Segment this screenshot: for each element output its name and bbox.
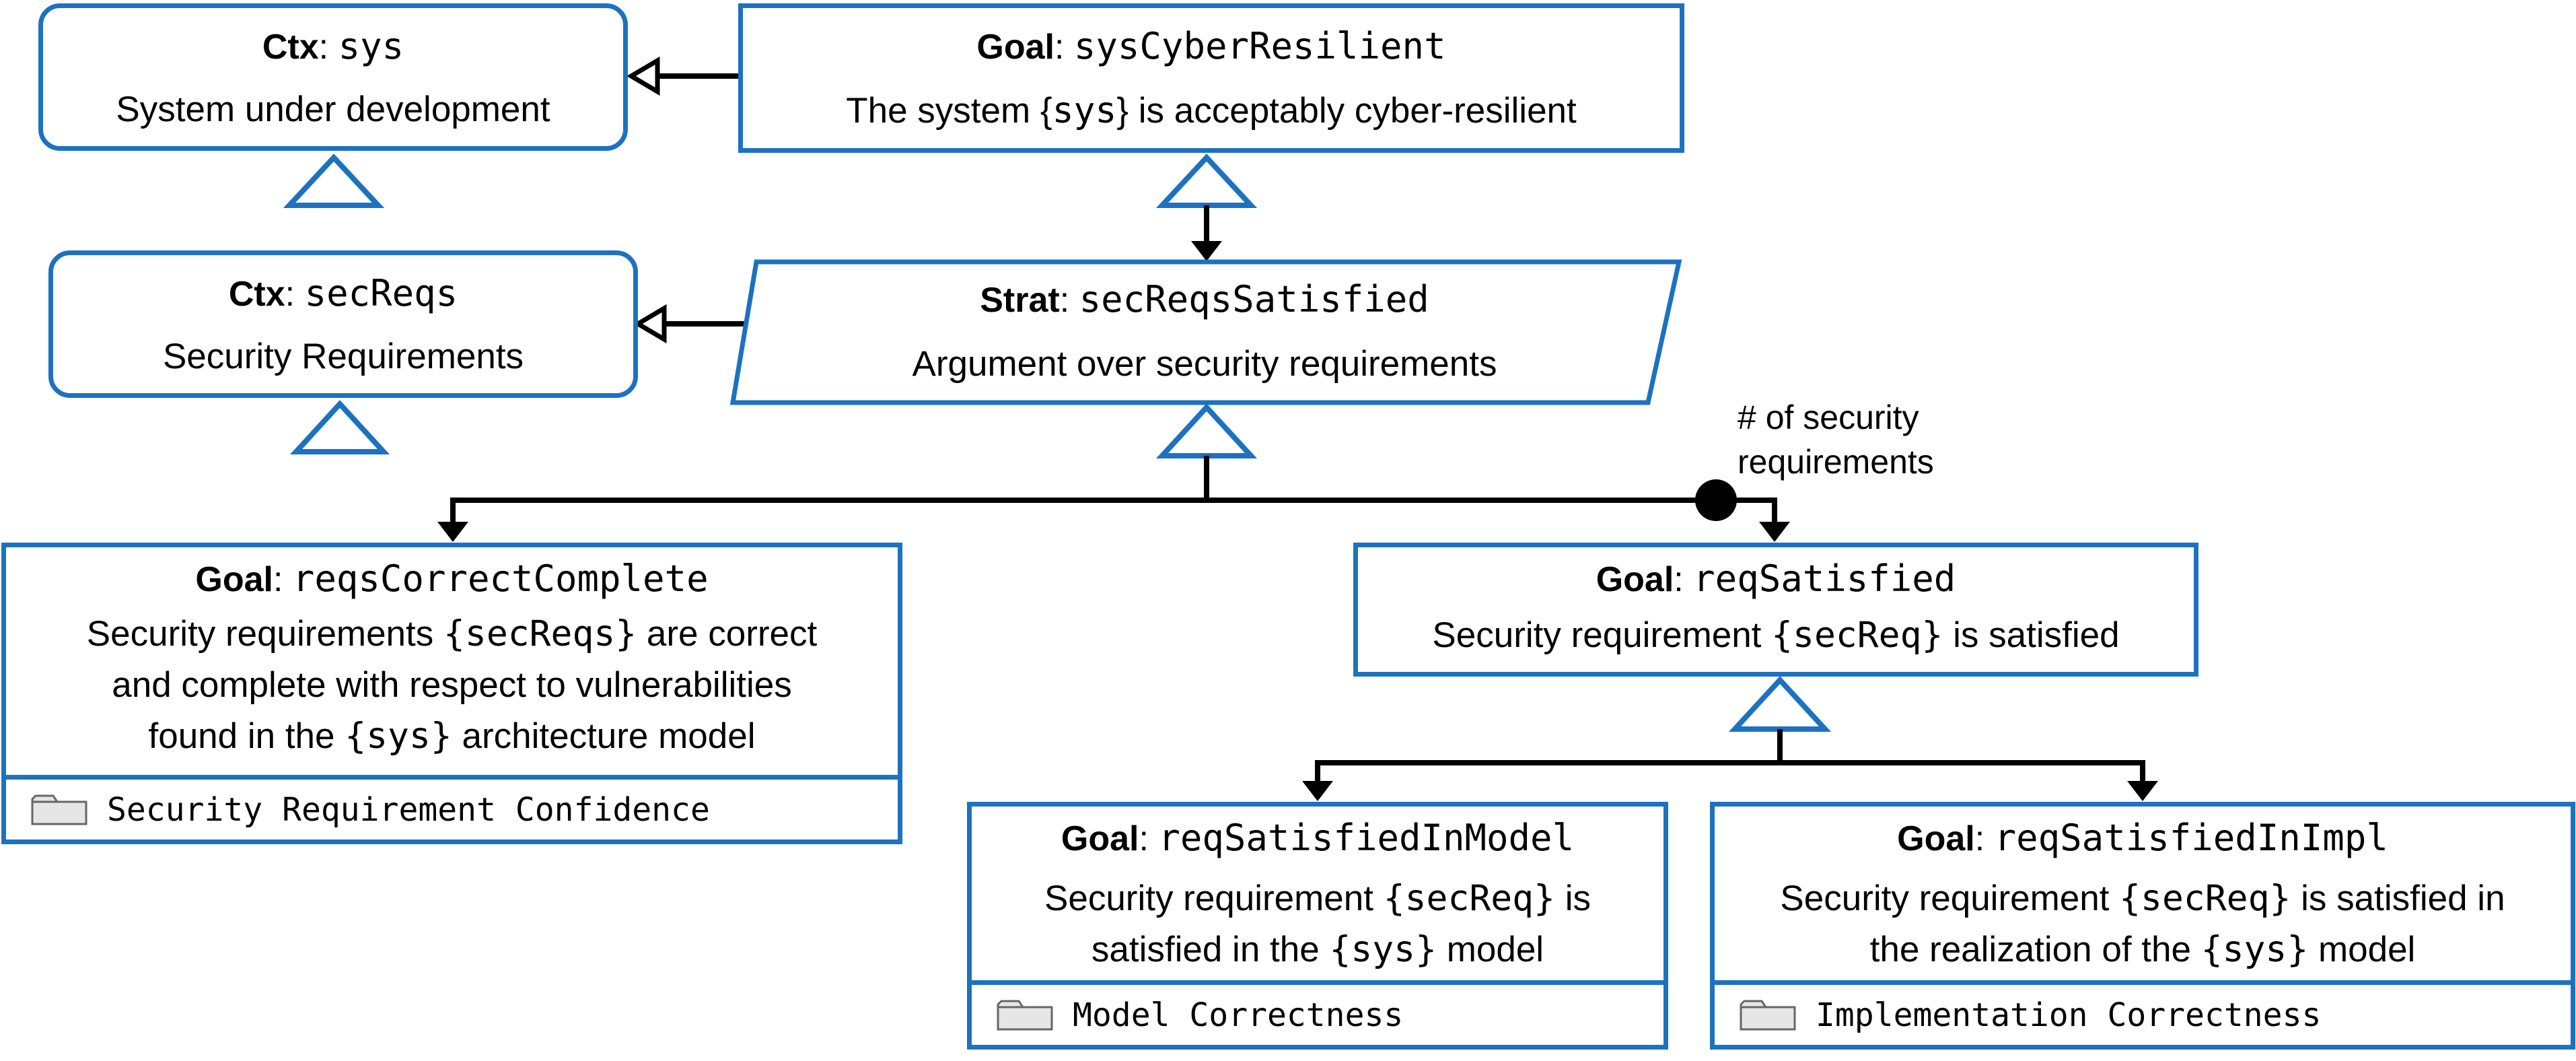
module-reference[interactable]: Implementation Correctness [1715,980,2571,1045]
node-description: The system {sys} is acceptably cyber-res… [743,85,1680,137]
desc-var: {secReqs} [443,613,637,654]
node-description: Security requirements {secReqs} are corr… [6,609,898,762]
desc-var: {sys} [2201,929,2309,970]
undeveloped-triangle-ctx-secreqs [289,400,390,454]
annotation-line: requirements [1738,443,1934,481]
folder-icon [31,794,87,825]
undeveloped-triangle-ctx-sys [283,153,385,208]
node-title: Ctx: secReqs [228,272,458,314]
desc-var: {sys} [1329,929,1437,970]
desc-text: model [1437,930,1544,969]
strategy-shape [729,259,1682,405]
goal-reqs-correct-complete: Goal: reqsCorrectComplete Security requi… [1,543,902,844]
context-sec-reqs: Ctx: secReqs Security Requirements [48,250,638,398]
desc-var: sys [1052,90,1117,131]
support-link-goal-top-to-strat [1191,205,1222,261]
desc-text: satisfied in the [1091,930,1330,969]
desc-text: is [1555,879,1591,918]
node-title: Goal: sysCyberResilient [976,25,1446,67]
node-id: reqsCorrectComplete [292,557,709,600]
context-link-sys [627,56,738,96]
node-kind: Goal [976,28,1054,67]
node-id: reqSatisfiedInModel [1158,817,1575,859]
desc-text: is satisfied in [2291,879,2505,918]
node-kind: Ctx [262,28,319,67]
desc-var: {sys} [345,716,452,757]
node-id: sys [338,25,404,67]
folder-icon [997,1000,1053,1030]
node-description: Security requirement {secReq} is satisfi… [1715,873,2571,976]
node-title: Ctx: sys [262,25,404,67]
folder-icon [1740,1000,1796,1030]
node-kind: Goal [1061,819,1139,858]
desc-text: the realization of the [1869,930,2201,969]
goal-req-satisfied: Goal: reqSatisfied Security requirement … [1353,543,2198,677]
support-triangle-goal-req [1728,676,1832,732]
module-reference[interactable]: Model Correctness [972,980,1663,1045]
desc-text: Security requirement [1044,879,1384,918]
module-label: Implementation Correctness [1816,996,2322,1034]
node-description: System under development [116,90,550,129]
context-link-secreqs [633,304,750,344]
desc-text: is acceptably cyber-resilient [1129,91,1577,131]
multiplicity-annotation: # of security requirements [1738,395,1934,484]
node-title: Goal: reqsCorrectComplete [195,557,709,600]
node-id: reqSatisfied [1693,557,1956,600]
desc-var: {secReq} [1383,878,1555,919]
desc-text: are correct [637,614,818,654]
desc-var: {secReq} [2119,878,2291,919]
desc-text: is satisfied [1943,615,2120,655]
node-id: reqSatisfiedInImpl [1994,817,2388,859]
node-kind: Goal [1897,819,1975,858]
node-description: Security requirement {secReq} is satisfi… [1358,610,2194,661]
desc-brace: { [1040,91,1052,131]
node-id: secReqsSatisfied [1079,278,1429,320]
desc-text: Security requirement [1780,879,2120,918]
annotation-line: # of security [1738,399,1919,436]
desc-text: Security requirements [86,614,443,654]
goal-sys-cyber-resilient: Goal: sysCyberResilient The system {sys}… [738,3,1684,153]
desc-var: {secReq} [1771,615,1943,656]
node-title: Goal: reqSatisfied [1596,557,1956,600]
desc-text: Security requirement [1432,615,1772,655]
node-description: Security Requirements [162,337,524,376]
node-id: sysCyberResilient [1073,25,1446,67]
strategy-sec-reqs-satisfied: Strat: secReqsSatisfied Argument over se… [760,269,1649,397]
desc-text: The system [846,91,1040,131]
node-title: Goal: reqSatisfiedInModel [1061,817,1575,859]
node-kind: Ctx [228,275,285,314]
node-title: Strat: secReqsSatisfied [980,278,1429,320]
node-description: Security requirement {secReq} is satisfi… [972,873,1663,976]
node-description: Argument over security requirements [912,344,1497,384]
node-kind: Goal [1596,560,1674,599]
goal-req-satisfied-in-impl: Goal: reqSatisfiedInImpl Security requir… [1710,802,2575,1050]
module-label: Security Requirement Confidence [107,790,710,829]
node-title: Goal: reqSatisfiedInImpl [1897,817,2388,859]
node-id: secReqs [304,272,458,314]
desc-brace: } [1116,91,1129,131]
goal-req-satisfied-in-model: Goal: reqSatisfiedInModel Security requi… [967,802,1668,1050]
node-kind: Goal [195,560,273,599]
desc-text: architecture model [452,716,756,756]
desc-text: model [2308,930,2416,969]
node-kind: Strat [980,281,1060,320]
desc-text: found in the [148,716,345,756]
context-sys: Ctx: sys System under development [38,3,628,151]
support-triangle-strat [1155,403,1258,458]
support-link-goal-req-to-children [1302,729,2158,801]
module-reference[interactable]: Security Requirement Confidence [6,775,898,840]
support-link-strat-to-children [437,456,1790,542]
module-label: Model Correctness [1073,996,1404,1034]
support-triangle-goal-top [1155,153,1258,208]
desc-text: and complete with respect to vulnerabili… [112,665,792,705]
multiplicity-dot [1695,479,1737,521]
